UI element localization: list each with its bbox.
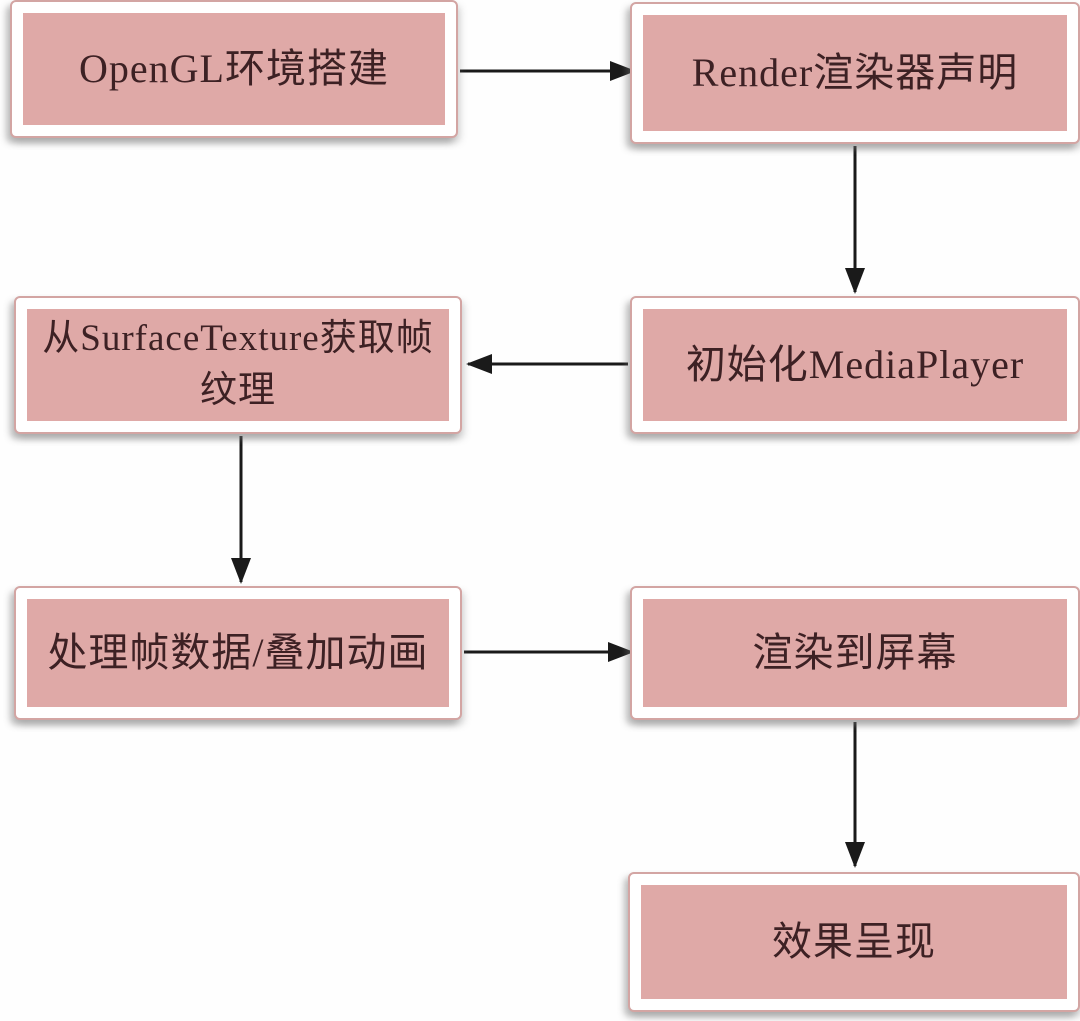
node-frame-process: 处理帧数据/叠加动画 xyxy=(14,586,462,720)
node-render-screen-label: 渲染到屏幕 xyxy=(643,599,1067,707)
node-opengl-setup-label: OpenGL环境搭建 xyxy=(23,13,445,125)
node-render-screen: 渲染到屏幕 xyxy=(630,586,1080,720)
node-result-label: 效果呈现 xyxy=(641,885,1067,999)
node-surface-texture: 从SurfaceTexture获取帧 纹理 xyxy=(14,296,462,434)
node-render-declare-label: Render渲染器声明 xyxy=(643,15,1067,131)
node-opengl-setup: OpenGL环境搭建 xyxy=(10,0,458,138)
node-render-declare: Render渲染器声明 xyxy=(630,2,1080,144)
node-surface-texture-label: 从SurfaceTexture获取帧 纹理 xyxy=(27,309,449,421)
node-mediaplayer-init: 初始化MediaPlayer xyxy=(630,296,1080,434)
node-result: 效果呈现 xyxy=(628,872,1080,1012)
node-mediaplayer-init-label: 初始化MediaPlayer xyxy=(643,309,1067,421)
node-frame-process-label: 处理帧数据/叠加动画 xyxy=(27,599,449,707)
